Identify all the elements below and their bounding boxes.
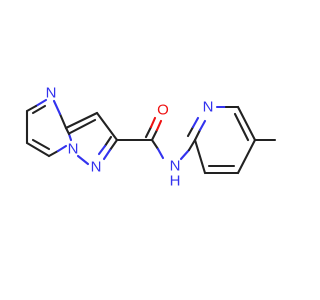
bond-c7-n8 (47, 149, 60, 158)
atom-label-n-pyrazole: N (91, 159, 102, 176)
bond-c3-c2 (95, 111, 119, 142)
bond-c3a-n4 (58, 112, 68, 130)
bond-c3pyr-c2pyr (193, 138, 207, 175)
molecule-structure: N N N O N H N (25, 85, 277, 190)
atom-label-amide-h: H (170, 173, 181, 190)
atom-label-n-pyrimidine: N (46, 85, 57, 102)
bond-c6pyr-c5pyr (236, 105, 257, 142)
bond-c5pyr-c4pyr (236, 138, 257, 175)
bond-carbonyl-o (150, 128, 159, 142)
bond-n8-c3a (67, 132, 73, 142)
bond-n1-n8 (76, 154, 90, 166)
atom-label-oxygen: O (157, 102, 169, 119)
atom-label-n-pyridine: N (203, 99, 214, 116)
molecule-canvas: N N N O N H N (25, 84, 277, 190)
bond-n4-c5 (34, 98, 48, 108)
bond-n-c2pyr (179, 148, 191, 161)
bond-c3a-c3 (64, 111, 99, 130)
bond-carbonyl-n (150, 138, 160, 151)
bond-c2-n1 (108, 138, 119, 152)
bond-c6-c7 (25, 141, 51, 158)
atom-label-amide-n: N (170, 158, 181, 175)
atom-label-n-bridge: N (68, 141, 79, 158)
bond-c2pyr-n1pyr (193, 128, 202, 142)
